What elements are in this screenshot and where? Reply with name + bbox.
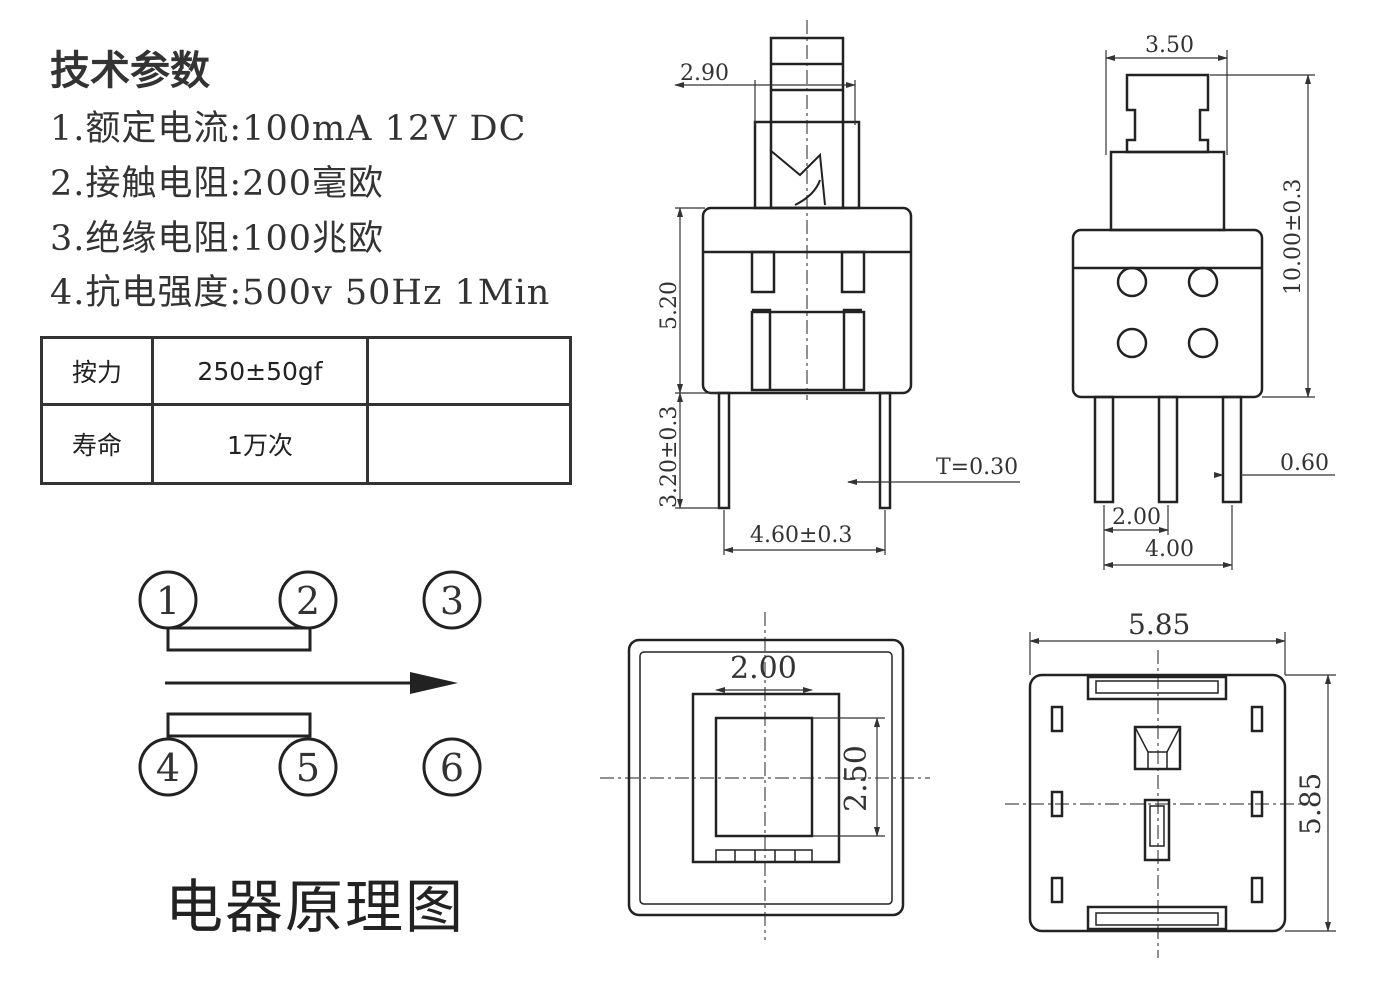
front-pin-left	[717, 391, 731, 510]
dim-side-pitch-small: 2.00	[1112, 505, 1161, 530]
table-row: 按力 250±50gf	[40, 336, 572, 406]
param-extra-life	[366, 403, 572, 485]
spec-line-insulation-resistance: 3.绝缘电阻:100兆欧	[50, 219, 384, 259]
top-dimensions	[715, 687, 885, 837]
param-value-life: 1万次	[151, 403, 369, 485]
pin-label-2: 2	[296, 579, 320, 623]
dim-front-height: 5.20	[657, 281, 682, 330]
dim-side-pitch-large: 4.00	[1145, 537, 1194, 562]
front-pin-right	[878, 391, 892, 510]
pin-label-6: 6	[440, 746, 464, 790]
dim-top-button-width: 2.00	[730, 651, 797, 686]
dim-front-width-top: 2.90	[680, 61, 729, 86]
dim-bottom-width: 5.85	[1128, 608, 1190, 641]
spec-line-current: 1.额定电流:100mA 12V DC	[50, 109, 527, 149]
contact-bar-upper	[166, 626, 312, 652]
param-extra-force	[366, 336, 572, 406]
dim-front-pitch: 4.60±0.3	[750, 523, 852, 548]
side-housing	[1071, 228, 1264, 399]
side-view	[1071, 73, 1264, 504]
param-value-force: 250±50gf	[151, 336, 369, 406]
actuation-arrow-head	[410, 672, 458, 694]
dim-bottom-height: 5.85	[1294, 773, 1327, 835]
params-table: 按力 250±50gf 寿命 1万次	[40, 336, 572, 485]
dim-side-pin-width: 0.60	[1280, 451, 1329, 476]
side-dimensions	[1103, 50, 1335, 570]
pin-circle-4	[138, 737, 198, 797]
side-plunger	[1125, 73, 1210, 154]
pin-label-1: 1	[156, 579, 180, 623]
schematic-diagram	[138, 570, 482, 797]
front-dimensions	[674, 80, 1020, 555]
pin-circle-6	[422, 737, 482, 797]
bottom-dimensions	[1029, 632, 1336, 932]
top-button	[714, 716, 814, 838]
dim-side-height: 10.00±0.3	[1281, 179, 1306, 295]
dim-pin-thickness: T=0.30	[936, 455, 1018, 480]
spec-line-dielectric-strength: 4.抗电强度:500v 50Hz 1Min	[50, 273, 551, 313]
spec-line-contact-resistance: 2.接触电阻:200毫欧	[50, 164, 384, 204]
front-view	[701, 20, 913, 510]
dim-side-width-top: 3.50	[1145, 33, 1194, 58]
pin-label-5: 5	[296, 746, 320, 790]
side-pin-2	[1157, 395, 1179, 504]
dim-front-pin-length: 3.20±0.3	[657, 406, 682, 508]
pin-label-4: 4	[156, 746, 180, 790]
param-label-life: 寿命	[40, 403, 154, 485]
pin-circle-3	[422, 570, 482, 630]
schematic-title: 电器原理图	[165, 873, 466, 941]
contact-bar-lower	[166, 712, 312, 738]
dim-top-button-height: 2.50	[839, 745, 874, 812]
specs-title: 技术参数	[50, 48, 210, 94]
table-row: 寿命 1万次	[40, 403, 572, 485]
pin-circle-5	[278, 737, 338, 797]
side-pin-1	[1093, 395, 1115, 504]
pin-label-3: 3	[440, 579, 464, 623]
bottom-view	[1005, 650, 1308, 958]
param-label-force: 按力	[40, 336, 154, 406]
side-pin-3	[1221, 395, 1243, 504]
